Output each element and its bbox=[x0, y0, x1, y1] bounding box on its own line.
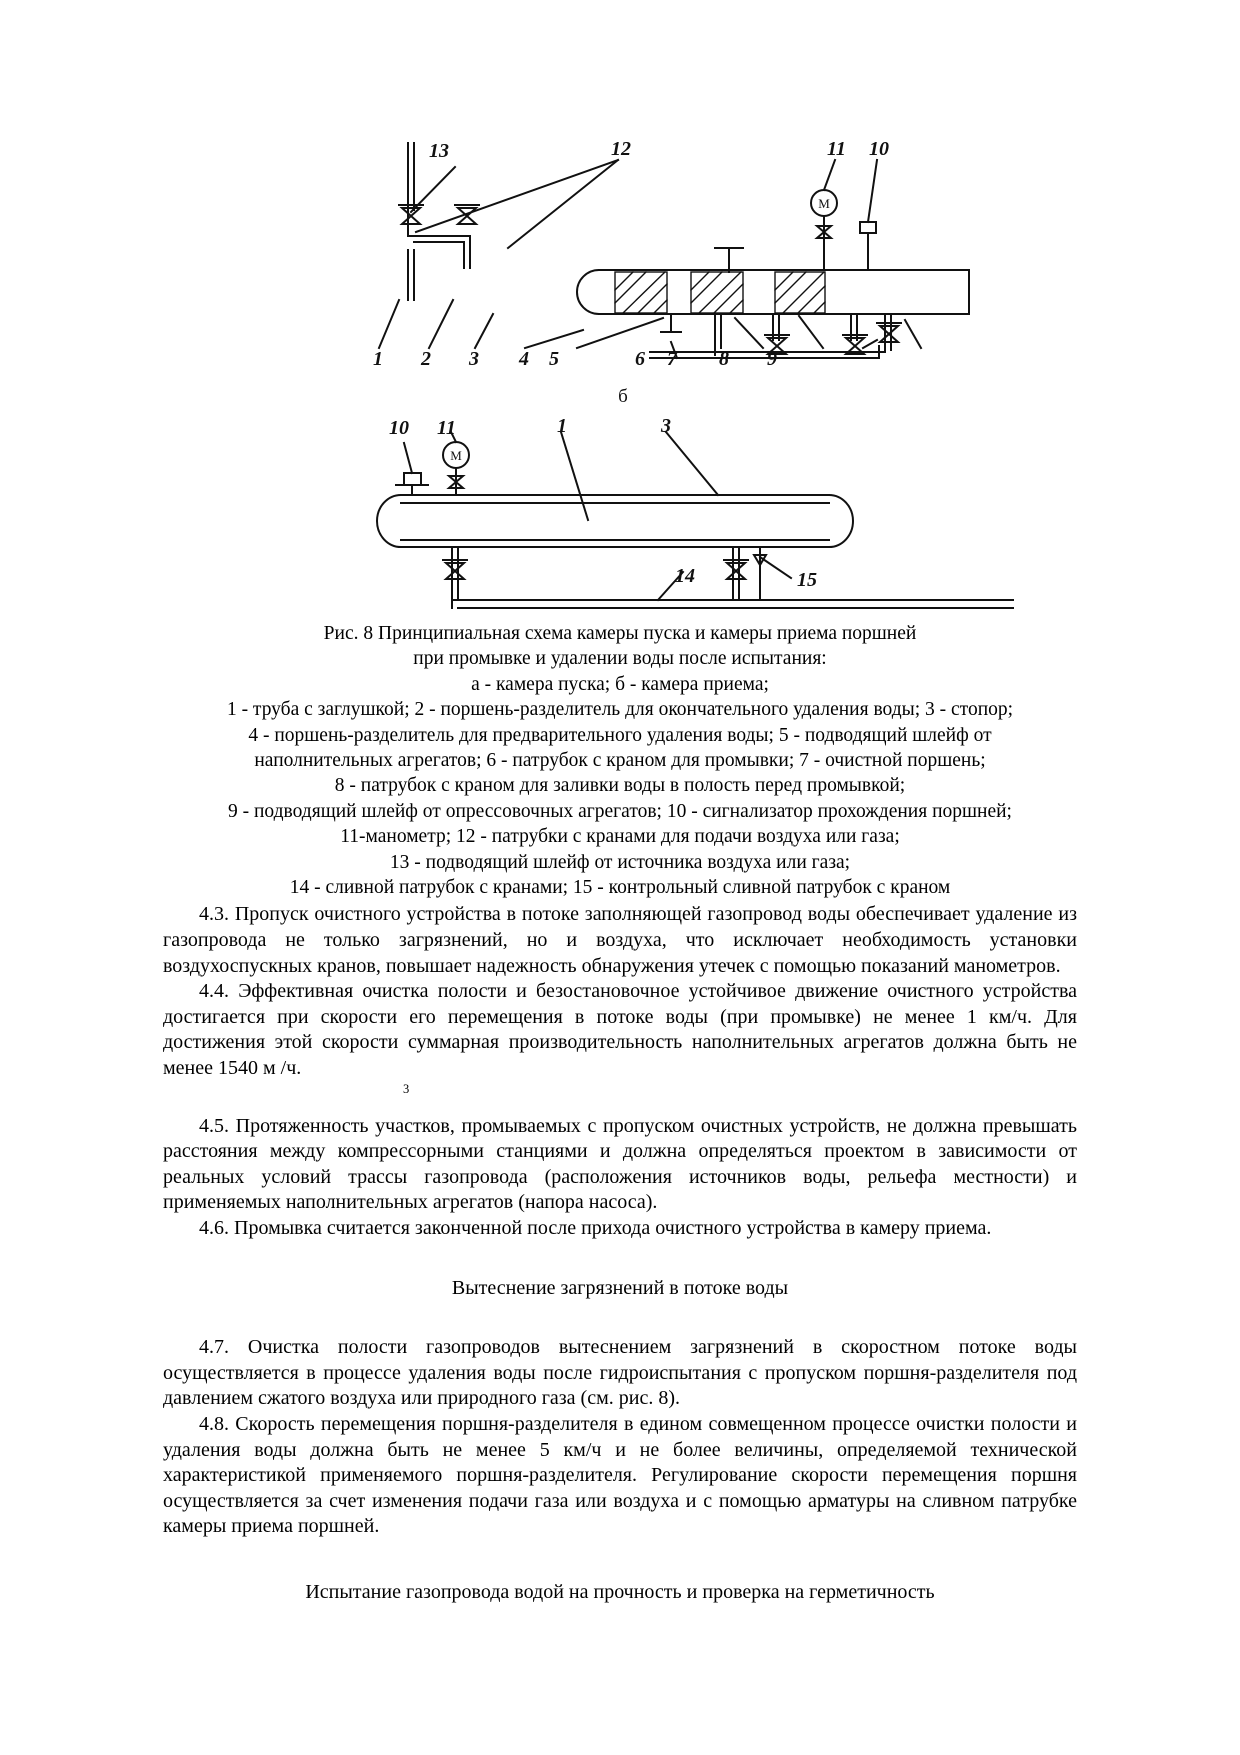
manometer-glyph-top: М bbox=[818, 196, 830, 211]
callout-3: 3 bbox=[468, 348, 479, 370]
figure-8-diagram: 13 12 11 10 1 2 3 4 5 6 7 8 9 10 11 1 bbox=[163, 0, 1077, 615]
figure-8-svg: 13 12 11 10 1 2 3 4 5 6 7 8 9 10 11 1 bbox=[373, 138, 1014, 609]
page-content: 13 12 11 10 1 2 3 4 5 6 7 8 9 10 11 1 bbox=[163, 0, 1077, 1606]
legend-line-5: 9 - подводящий шлейф от опрессовочных аг… bbox=[228, 800, 1012, 822]
callout-10-bottom: 10 bbox=[389, 417, 409, 439]
callout-14: 14 bbox=[675, 565, 695, 587]
paragraph-4-7: 4.7. Очистка полости газопроводов вытесн… bbox=[163, 1336, 1077, 1410]
callout-12: 12 bbox=[611, 138, 631, 160]
caption-line-3: а - камера пуска; б - камера приема; bbox=[471, 673, 769, 695]
callout-7: 7 bbox=[667, 348, 678, 370]
callout-3-bottom: 3 bbox=[660, 415, 671, 437]
callout-11-top: 11 bbox=[827, 138, 846, 160]
callout-1-bottom: 1 bbox=[557, 415, 567, 437]
legend-line-7: 13 - подводящий шлейф от источника возду… bbox=[389, 851, 851, 873]
legend-line-6: 11-манометр; 12 - патрубки с кранами для… bbox=[340, 826, 900, 848]
callout-11-bottom: 11 bbox=[437, 417, 456, 439]
legend-line-3: наполнительных агрегатов; 6 - патрубок с… bbox=[254, 750, 986, 772]
caption-line-2: при промывке и удалении воды после испыт… bbox=[413, 648, 827, 670]
legend-line-8: 14 - сливной патрубок с кранами; 15 - ко… bbox=[289, 877, 951, 899]
figure-caption: Рис. 8 Принципиальная схема камеры пуска… bbox=[163, 621, 1077, 900]
paragraph-4-6: 4.6. Промывка считается законченной посл… bbox=[199, 1217, 992, 1239]
callout-6: 6 bbox=[635, 348, 645, 370]
legend-line-2: 4 - поршень-разделитель для предваритель… bbox=[248, 724, 992, 746]
paragraph-4-8: 4.8. Скорость перемещения поршня-раздели… bbox=[163, 1412, 1077, 1538]
callout-8: 8 bbox=[719, 348, 729, 370]
paragraph-4-3: 4.3. Пропуск очистного устройства в пото… bbox=[163, 903, 1077, 977]
callout-1: 1 bbox=[373, 348, 383, 370]
spacer bbox=[163, 1242, 1077, 1276]
paragraph-4-4: 4.4. Эффективная очистка полости и безос… bbox=[163, 980, 1077, 1080]
callout-13: 13 bbox=[429, 140, 449, 162]
manometer-glyph-bottom: М bbox=[450, 448, 462, 463]
section-heading-strength-test: Испытание газопровода водой на прочность… bbox=[305, 1580, 935, 1603]
spacer bbox=[163, 1540, 1077, 1580]
subfigure-label-b: б bbox=[618, 386, 628, 407]
caption-line-1: Рис. 8 Принципиальная схема камеры пуска… bbox=[323, 623, 917, 644]
callout-10-top: 10 bbox=[869, 138, 889, 160]
section-heading-displacement: Вытеснение загрязнений в потоке воды bbox=[451, 1276, 789, 1299]
callout-4: 4 bbox=[518, 348, 529, 370]
spacer bbox=[163, 1301, 1077, 1335]
legend-line-4: 8 - патрубок с краном для заливки воды в… bbox=[334, 775, 906, 797]
callout-5: 5 bbox=[549, 348, 559, 370]
paragraph-4-5: 4.5. Протяженность участков, промываемых… bbox=[163, 1114, 1077, 1214]
callout-15: 15 bbox=[797, 569, 817, 591]
legend-line-1: 1 - труба с заглушкой; 2 - поршень-разде… bbox=[226, 699, 1014, 721]
callout-9: 9 bbox=[767, 348, 777, 370]
spacer bbox=[163, 1097, 1077, 1114]
cubic-meter-superscript: 3 bbox=[403, 1081, 410, 1096]
callout-2: 2 bbox=[420, 348, 431, 370]
